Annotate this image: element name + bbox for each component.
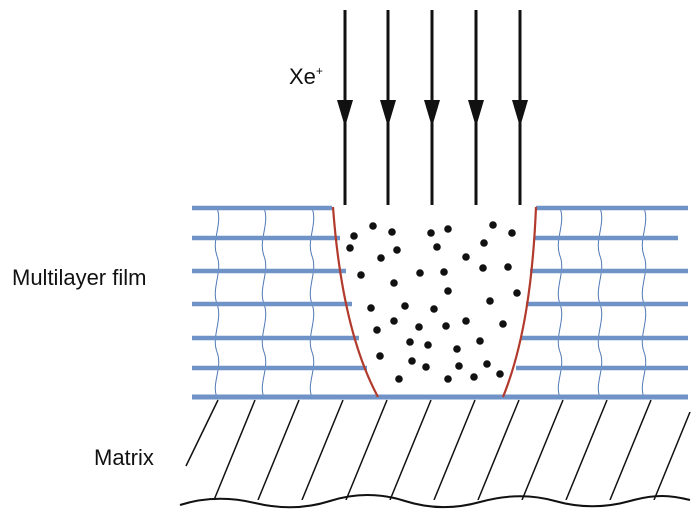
- film-right-region: [516, 205, 688, 398]
- damage-boundary-right: [501, 206, 538, 398]
- implanted-particles: [346, 221, 521, 383]
- ion-beam-arrows: [337, 10, 528, 205]
- matrix-label: Matrix: [94, 445, 154, 470]
- film-right-layers: [516, 205, 688, 371]
- ion-arrow: [424, 10, 440, 205]
- ion-arrow: [380, 10, 396, 205]
- film-left-region: [192, 205, 367, 398]
- matrix-break-line: [179, 494, 691, 509]
- ion-arrow: [337, 10, 353, 205]
- ion-arrow: [468, 10, 484, 205]
- damage-zone-boundary: [331, 206, 538, 398]
- film-left-layers: [192, 205, 367, 371]
- damage-boundary-left: [331, 206, 379, 398]
- matrix-hatching: [185, 399, 691, 500]
- film-label: Multilayer film: [12, 265, 146, 290]
- ion-arrow: [512, 10, 528, 205]
- ion-label: Xe+: [289, 64, 323, 89]
